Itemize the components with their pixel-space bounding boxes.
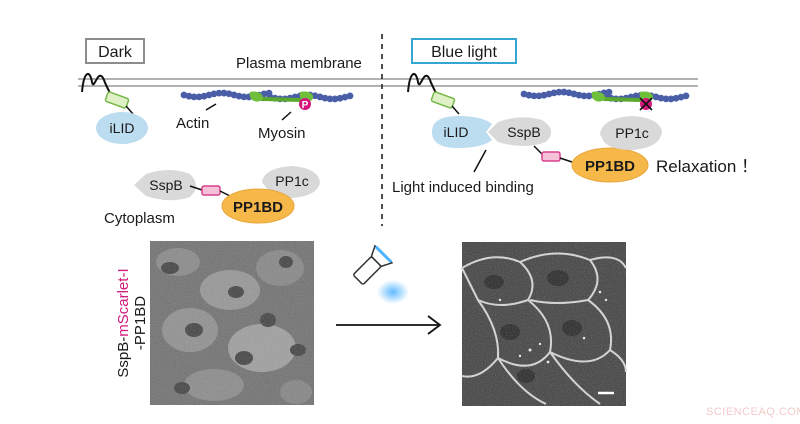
ilid-protein-right: iLID <box>432 116 492 148</box>
myosin-pointer <box>281 111 292 121</box>
actin-bead <box>605 88 613 96</box>
actin-bead <box>580 92 588 100</box>
svg-text:PP1BD: PP1BD <box>233 199 283 216</box>
actin-bead <box>331 95 339 103</box>
micrograph-label-line2: -PP1BD <box>132 296 149 350</box>
lov-domain-right <box>430 91 460 115</box>
pp1c-protein-right: PP1c <box>600 116 662 150</box>
actin-bead <box>525 91 533 99</box>
binding-pointer <box>473 149 487 173</box>
sspb-protein-left: SspB <box>134 170 196 201</box>
cytoplasm-label: Cytoplasm <box>104 210 175 227</box>
micrograph-before <box>150 241 314 405</box>
svg-text:PP1BD: PP1BD <box>585 158 635 175</box>
svg-text:PP1c: PP1c <box>615 125 648 141</box>
actin-bead <box>585 92 593 100</box>
lov-domain-left <box>104 91 134 115</box>
actin-bead <box>535 92 543 100</box>
actin-bead <box>575 91 583 99</box>
pp1bd-protein-left: PP1BD <box>221 188 295 224</box>
actin-bead <box>185 92 193 100</box>
actin-bead <box>321 94 329 102</box>
myosin-label: Myosin <box>258 125 306 142</box>
actin-filament-right-1 <box>520 88 613 100</box>
svg-text:SspB: SspB <box>507 124 540 140</box>
actin-bead <box>530 92 538 100</box>
actin-bead <box>555 88 563 96</box>
relaxation-label: Relaxation ！ <box>656 157 758 176</box>
actin-bead <box>240 93 248 101</box>
light-induced-binding-label: Light induced binding <box>392 179 534 196</box>
actin-bead <box>550 89 558 97</box>
actin-bead <box>662 95 670 103</box>
svg-text:PP1c: PP1c <box>275 173 308 189</box>
membrane-anchor-right <box>407 73 439 99</box>
dark-state-label: Dark <box>85 38 145 64</box>
plasma-membrane <box>78 78 698 87</box>
pp1c-protein-left: PP1c <box>262 166 320 198</box>
myosin-left: P <box>249 91 314 111</box>
actin-pointer <box>205 103 217 111</box>
pp1bd-protein-right: PP1BD <box>571 147 649 183</box>
watermark: SCIENCEAQ.COM <box>706 406 800 418</box>
blue-light-state-label: Blue light <box>411 38 517 64</box>
micrograph-label: SspB-mScarlet-I <box>115 268 132 377</box>
svg-text:Dark: Dark <box>98 44 133 61</box>
actin-bead <box>560 88 568 96</box>
actin-bead <box>657 94 665 102</box>
actin-bead <box>195 93 203 101</box>
actin-bead <box>215 89 223 97</box>
transition-arrow <box>336 315 442 335</box>
actin-bead <box>326 95 334 103</box>
svg-text:iLID: iLID <box>444 124 469 140</box>
svg-text:SspB: SspB <box>149 177 182 193</box>
mscarlet-linker-right <box>533 145 573 163</box>
svg-text:Blue light: Blue light <box>431 44 497 61</box>
sspb-protein-right: SspB <box>488 117 552 146</box>
actin-label: Actin <box>176 115 209 132</box>
actin-bead <box>667 95 675 103</box>
actin-bead <box>235 92 243 100</box>
actin-bead <box>220 89 228 97</box>
membrane-anchor-left <box>81 73 113 99</box>
myosin-right <box>591 91 654 111</box>
actin-bead <box>210 90 218 98</box>
actin-bead <box>346 92 354 100</box>
plasma-membrane-label: Plasma membrane <box>236 55 362 72</box>
actin-bead <box>190 93 198 101</box>
micrograph-after <box>460 242 627 406</box>
mscarlet-linker-left <box>189 185 233 198</box>
phospho-marker-left <box>299 98 311 110</box>
svg-text:P: P <box>302 100 309 111</box>
flashlight-icon <box>353 244 409 304</box>
ilid-protein-left: iLID <box>96 112 148 144</box>
actin-bead <box>632 92 640 100</box>
svg-text:iLID: iLID <box>110 120 135 136</box>
actin-bead <box>682 92 690 100</box>
